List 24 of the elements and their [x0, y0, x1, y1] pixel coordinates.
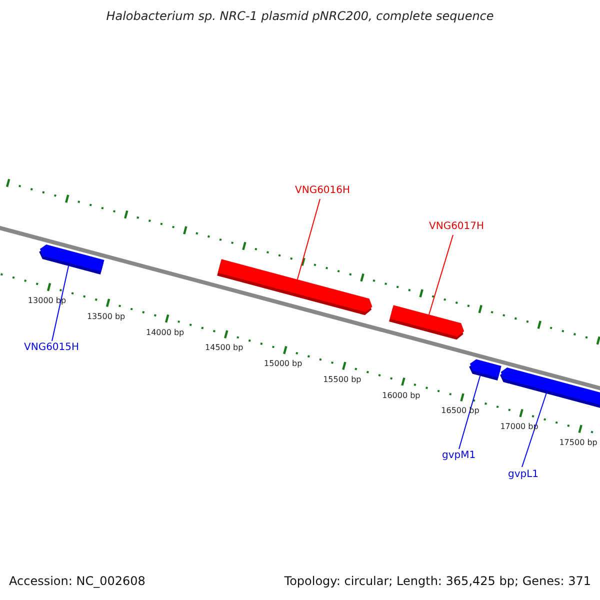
leader-line [522, 393, 547, 468]
scale-label: 15500 bp [323, 376, 362, 385]
sequence-info-text: Topology: circular; Length: 365,425 bp; Genes: 371 [284, 575, 591, 588]
scale-label: 14000 bp [146, 328, 184, 338]
scale-label: 16000 bp [382, 392, 420, 400]
gene-feature [39, 244, 104, 274]
gene-feature [389, 305, 464, 340]
accession-text: Accession: NC_002608 [9, 575, 146, 588]
scale-label: 15000 bp [264, 360, 302, 369]
scale-label: 13500 bp [86, 312, 126, 322]
leader-line [458, 375, 481, 450]
gene-label: gvpL1 [508, 469, 539, 480]
scale-label: 14500 bp [205, 344, 244, 354]
leader-line [296, 198, 320, 280]
title: Halobacterium sp. NRC-1 plasmid pNRC200, complete sequence [105, 10, 495, 24]
gene-label: gvpM1 [442, 450, 476, 461]
gene-label: VNG6015H [24, 342, 80, 353]
gene-feature [217, 259, 372, 316]
gene-label: VNG6017H [429, 221, 484, 232]
scale-label: 17500 bp [559, 438, 598, 448]
leader-line [428, 234, 454, 316]
gene-feature [469, 359, 502, 380]
gene-label: VNG6016H [295, 185, 350, 196]
leader-line [52, 265, 70, 342]
